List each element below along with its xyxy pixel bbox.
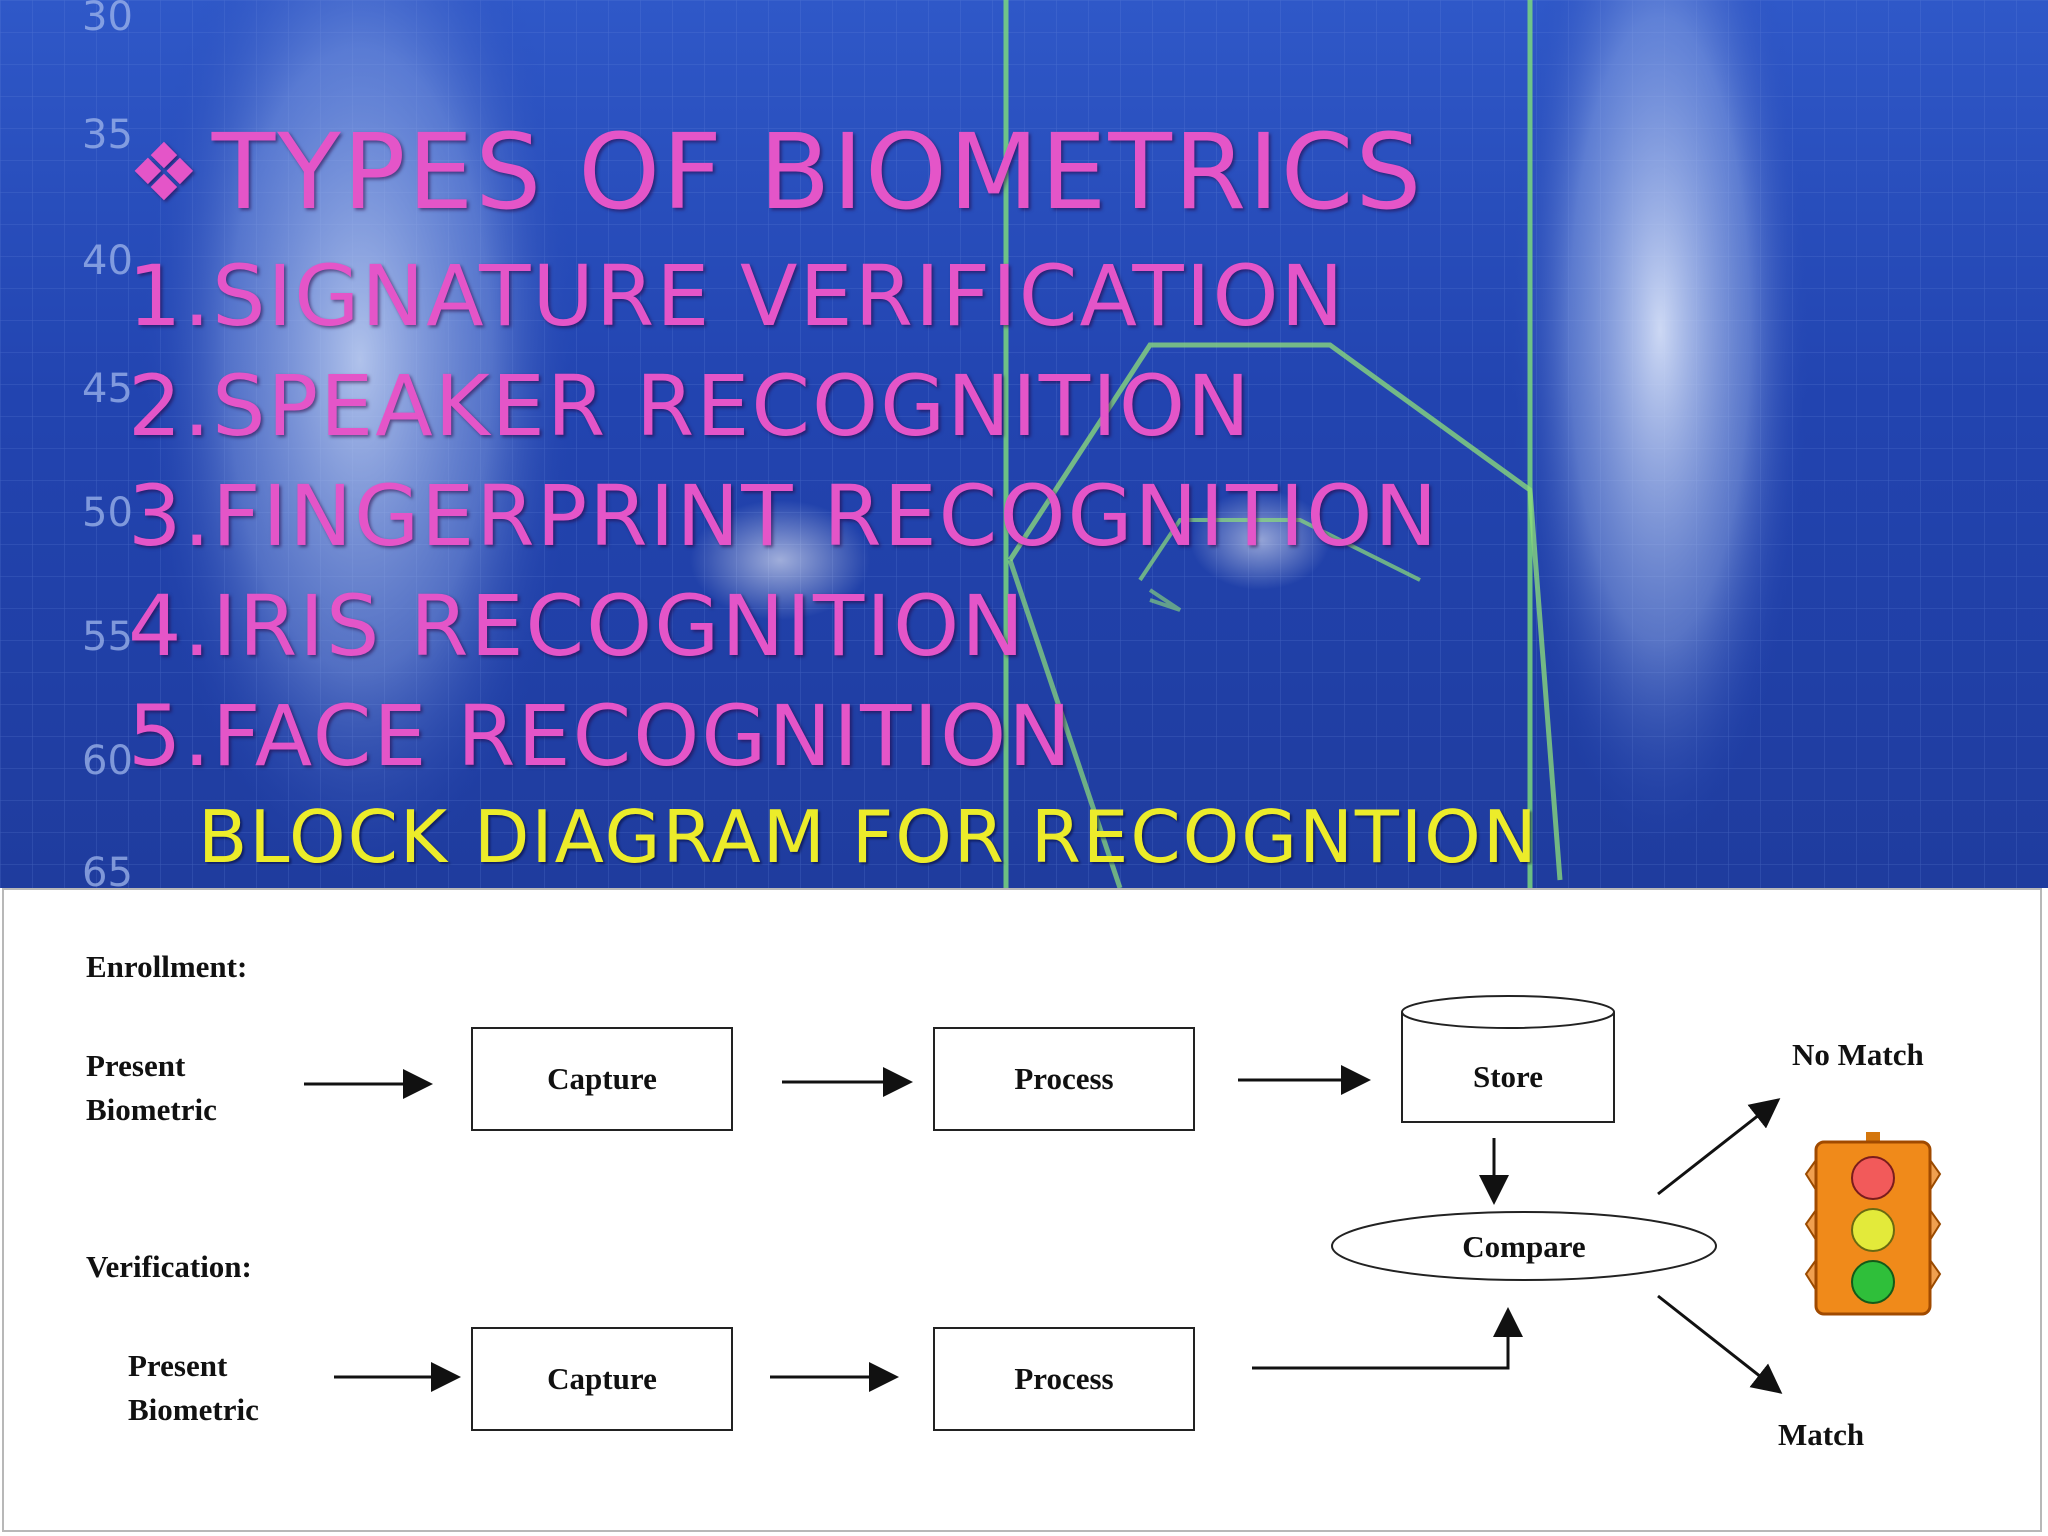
block-label: Process bbox=[1014, 1361, 1113, 1396]
traffic-light-icon bbox=[1806, 1132, 1940, 1314]
scale-label: 50 bbox=[82, 490, 133, 536]
scale-label: 65 bbox=[82, 850, 133, 888]
block-diagram-svg: Enrollment: Present Biometric Capture Pr… bbox=[4, 890, 2044, 1534]
arrow bbox=[1658, 1100, 1778, 1194]
slide-title-text: TYPES OF BIOMETRICS bbox=[212, 111, 1424, 233]
scale-label: 40 bbox=[82, 238, 133, 284]
enrollment-input-line2: Biometric bbox=[86, 1092, 217, 1127]
block-label: Compare bbox=[1462, 1229, 1585, 1264]
verification-input-line1: Present bbox=[128, 1348, 228, 1383]
block-label: Process bbox=[1014, 1061, 1113, 1096]
verification-process-block: Process bbox=[934, 1328, 1194, 1430]
block-label: Store bbox=[1473, 1059, 1543, 1094]
slide-title: ❖TYPES OF BIOMETRICS bbox=[128, 112, 1423, 233]
block-label: Capture bbox=[547, 1061, 657, 1096]
block-diagram: Enrollment: Present Biometric Capture Pr… bbox=[2, 888, 2042, 1532]
list-item: 2.SPEAKER RECOGNITION bbox=[128, 356, 1252, 456]
enrollment-input-line1: Present bbox=[86, 1048, 186, 1083]
scale-label: 45 bbox=[82, 366, 133, 412]
scale-label: 35 bbox=[82, 112, 133, 158]
enrollment-label: Enrollment: bbox=[86, 949, 247, 984]
match-label: Match bbox=[1778, 1417, 1864, 1452]
list-item: 4.IRIS RECOGNITION bbox=[128, 576, 1026, 676]
block-label: Capture bbox=[547, 1361, 657, 1396]
arrow bbox=[1658, 1296, 1780, 1392]
diagram-subtitle: BLOCK DIAGRAM FOR RECOGNTION bbox=[198, 794, 1539, 880]
title-banner: 30 35 40 45 50 55 60 65 ❖TYPES OF BIOMET… bbox=[0, 0, 2048, 888]
list-item: 1.SIGNATURE VERIFICATION bbox=[128, 246, 1345, 346]
enrollment-process-block: Process bbox=[934, 1028, 1194, 1130]
no-match-label: No Match bbox=[1792, 1037, 1924, 1072]
enrollment-capture-block: Capture bbox=[472, 1028, 732, 1130]
verification-label: Verification: bbox=[86, 1249, 252, 1284]
arrow bbox=[1252, 1310, 1508, 1368]
compare-ellipse: Compare bbox=[1332, 1212, 1716, 1280]
scale-label: 55 bbox=[82, 614, 133, 660]
list-item: 5.FACE RECOGNITION bbox=[128, 686, 1073, 786]
list-item: 3.FINGERPRINT RECOGNITION bbox=[128, 466, 1439, 566]
store-database-cylinder: Store bbox=[1402, 996, 1614, 1122]
scale-label: 30 bbox=[82, 0, 133, 40]
verification-capture-block: Capture bbox=[472, 1328, 732, 1430]
verification-input-line2: Biometric bbox=[128, 1392, 259, 1427]
scale-label: 60 bbox=[82, 738, 133, 784]
diamond-bullet-icon: ❖ bbox=[128, 126, 202, 219]
